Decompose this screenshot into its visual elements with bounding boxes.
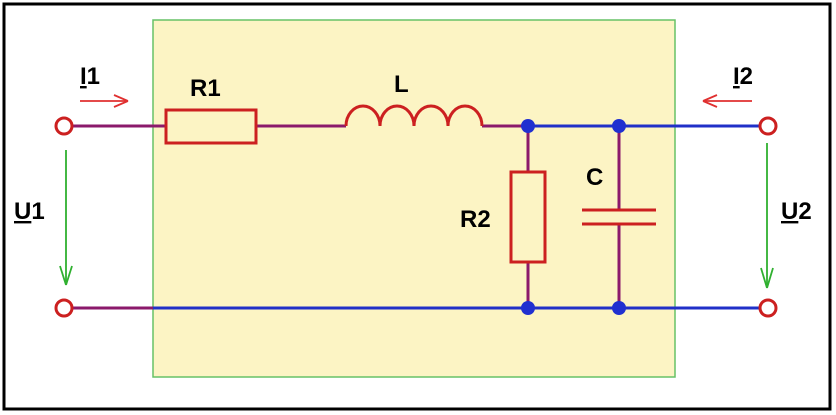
label-i1-index: 1	[87, 63, 100, 90]
label-i1-symbol: I	[80, 63, 87, 90]
resistor-r2	[509, 170, 547, 264]
label-u1-symbol: U	[14, 198, 31, 225]
label-u2: U2	[781, 198, 812, 225]
inductor-l	[344, 104, 484, 127]
terminal-in-top	[54, 116, 74, 136]
label-r2: R2	[460, 206, 491, 233]
label-u2-symbol: U	[781, 198, 798, 225]
label-i1: I1	[80, 63, 100, 90]
current-arrow-i2	[702, 94, 752, 108]
label-i2-symbol: I	[733, 63, 740, 90]
two-port-box	[152, 19, 676, 378]
label-l: L	[394, 71, 409, 98]
node-bottom-c	[612, 301, 626, 315]
resistor-r1	[164, 108, 258, 145]
label-u1: U1	[14, 198, 45, 225]
terminal-out-top	[758, 116, 778, 136]
node-bottom-r2	[521, 301, 535, 315]
node-top-r2	[521, 119, 535, 133]
node-top-c	[612, 119, 626, 133]
label-u1-index: 1	[31, 198, 44, 225]
label-i2: I2	[733, 63, 753, 90]
label-c: C	[586, 164, 603, 191]
current-arrow-i1	[80, 94, 129, 108]
voltage-arrow-u1	[59, 150, 73, 286]
label-u2-index: 2	[798, 198, 811, 225]
label-r1: R1	[190, 75, 221, 102]
voltage-arrow-u2	[760, 143, 774, 289]
terminal-in-bottom	[54, 298, 74, 318]
terminal-out-bottom	[758, 298, 778, 318]
label-i2-index: 2	[740, 63, 753, 90]
